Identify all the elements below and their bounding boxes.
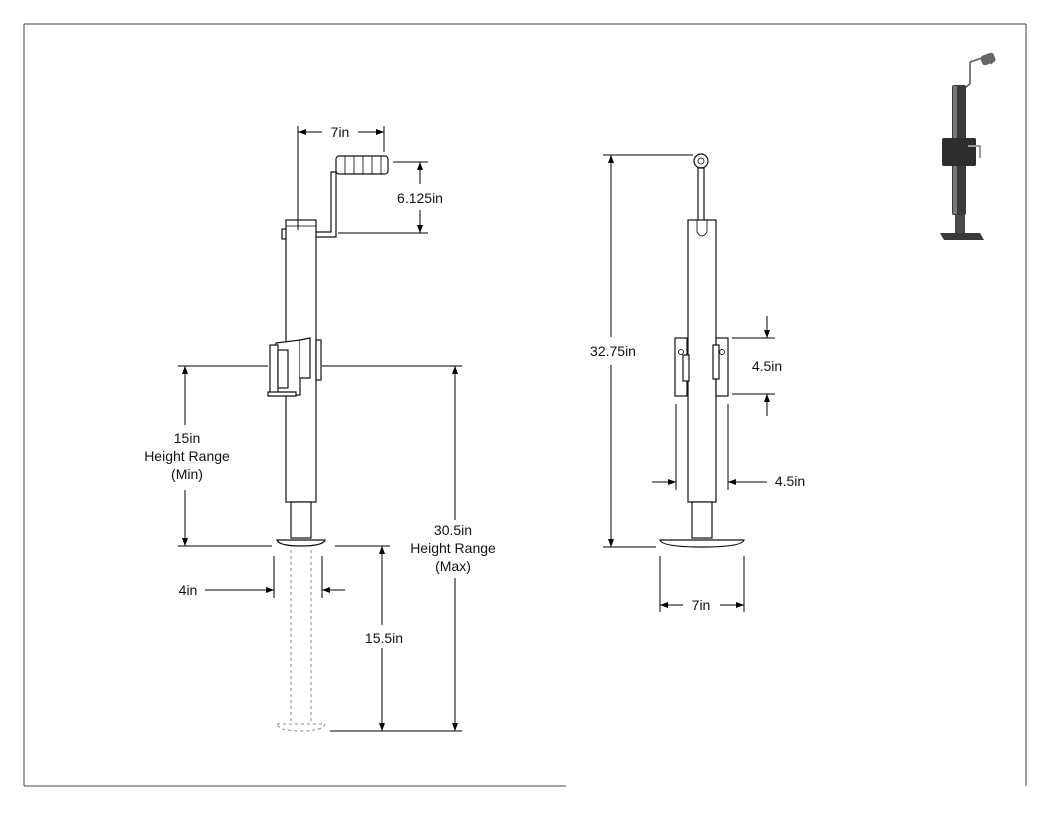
dim-handle-height-label: 6.125in [397,190,443,206]
dim-max-range: 30.5in Height Range (Max) [322,365,496,732]
dim-handle-reach: 7in [297,124,385,230]
front-view: 32.75in 4.5in 4.5in 7in [590,153,805,613]
front-foot-plate [659,539,745,548]
dim-max-range-label: Height Range [410,540,496,556]
dim-bracket-width: 4.5in [652,404,805,490]
dim-tube-width: 4in [179,556,345,598]
dim-min-range: 15in Height Range (Min) [144,365,272,547]
inner-tube [290,501,312,539]
dim-min-range-label: Height Range [144,448,230,464]
front-inner-tube [691,501,713,539]
dim-min-range-value: 15in [174,430,200,446]
dim-foot-width: 7in [659,556,745,613]
foot-plate [276,539,326,547]
side-view: 7in 6.125in 15in Height Range (Min) 30.5… [144,124,496,732]
dim-bracket-width-label: 4.5in [775,473,805,489]
front-bracket [674,337,729,397]
dim-tube-width-label: 4in [179,582,198,598]
dim-handle-height: 6.125in [338,161,443,234]
dim-overall-height: 32.75in [590,154,693,548]
dim-max-range-qualifier: (Max) [435,558,471,574]
dim-foot-width-label: 7in [692,597,711,613]
dim-bracket-height: 4.5in [732,316,782,416]
front-outer-tube [687,219,717,503]
dim-min-range-qualifier: (Min) [171,466,203,482]
extended-position-hidden [276,550,326,732]
dim-bracket-height-label: 4.5in [752,358,782,374]
dimension-arrowheads [182,129,770,731]
drawing-border [23,23,1027,787]
dim-max-range-value: 30.5in [434,522,472,538]
dim-handle-reach-label: 7in [331,124,350,140]
dim-extension: 15.5in [335,545,403,731]
handle-eye [693,153,709,169]
mounting-bracket [267,337,322,397]
dim-overall-height-label: 32.75in [590,343,636,359]
dim-extension-label: 15.5in [365,630,403,646]
product-thumbnail [940,52,996,240]
